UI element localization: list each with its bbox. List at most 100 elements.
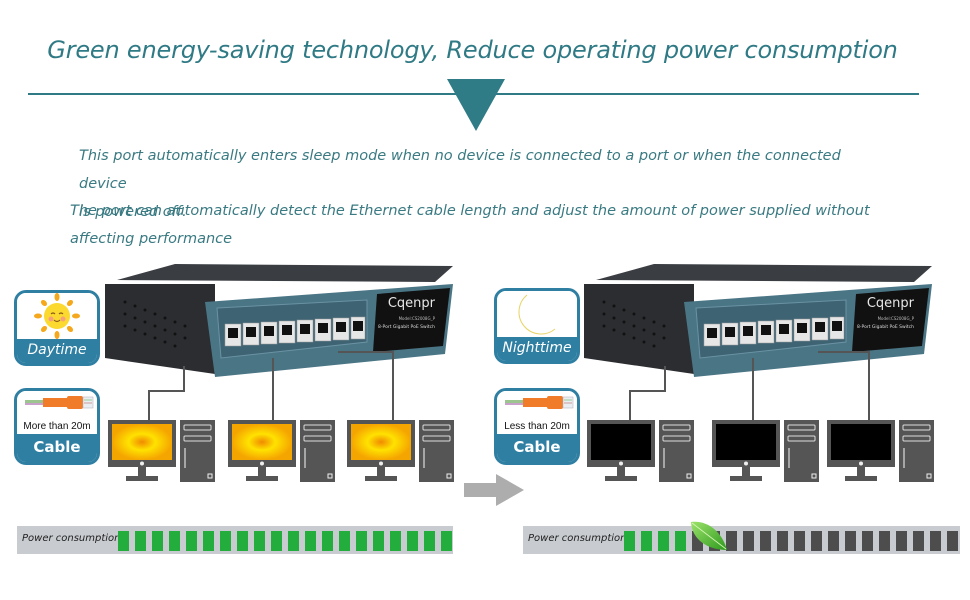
sun-icon xyxy=(34,293,80,339)
switch-model: Model:CS2008G_P xyxy=(399,316,436,321)
description-sleep-mode: This port automatically enters sleep mod… xyxy=(79,142,879,226)
switch-brand: Cqenpr xyxy=(867,296,915,311)
monitor-screen xyxy=(112,424,172,460)
badge-label: Nighttime xyxy=(497,337,577,361)
power-segment-active xyxy=(203,531,214,551)
pc-tower xyxy=(300,420,335,482)
description-line: is powered off. xyxy=(79,204,187,220)
power-segment-active xyxy=(641,531,652,551)
ethernet-line xyxy=(868,351,870,420)
power-segment-active xyxy=(152,531,163,551)
power-segment-inactive xyxy=(726,531,737,551)
monitor-screen xyxy=(591,424,651,460)
ethernet-line xyxy=(148,390,185,392)
power-consumption-bar-low: Power consumption xyxy=(523,521,960,554)
ethernet-line xyxy=(818,351,870,353)
switch-subtitle: 8-Port Gigabit PoE Switch xyxy=(857,324,914,330)
badge-label: Cable xyxy=(17,434,97,462)
pc-tower xyxy=(899,420,934,482)
computer xyxy=(587,420,694,482)
badge-label: Cable xyxy=(497,434,577,462)
power-segment-inactive xyxy=(828,531,839,551)
ethernet-line xyxy=(338,351,394,353)
power-segment-active xyxy=(135,531,146,551)
computer xyxy=(712,420,819,482)
pc-tower xyxy=(180,420,215,482)
description-line: affecting performance xyxy=(70,231,233,247)
power-segment-inactive xyxy=(777,531,788,551)
cable-badge-long: More than 20m Cable xyxy=(14,388,100,465)
power-segment-inactive xyxy=(692,531,703,551)
pc-tower xyxy=(419,420,454,482)
monitor-screen xyxy=(831,424,891,460)
ethernet-line xyxy=(148,390,150,420)
power-bar-label: Power consumption xyxy=(22,533,121,544)
power-bar-label: Power consumption xyxy=(528,533,627,544)
power-segment-active xyxy=(186,531,197,551)
ethernet-line xyxy=(392,351,394,420)
power-segment-active xyxy=(424,531,435,551)
power-segment-active xyxy=(624,531,635,551)
power-segment-active xyxy=(271,531,282,551)
computer xyxy=(827,420,934,482)
power-segment-active xyxy=(118,531,129,551)
power-segment-active xyxy=(322,531,333,551)
ethernet-line xyxy=(272,358,274,420)
power-segment-active xyxy=(220,531,231,551)
power-segment-active xyxy=(339,531,350,551)
power-segment-active xyxy=(288,531,299,551)
monitor-screen xyxy=(351,424,411,460)
power-segment-inactive xyxy=(896,531,907,551)
ethernet-line xyxy=(629,390,666,392)
power-segment-inactive xyxy=(913,531,924,551)
computer xyxy=(108,420,215,482)
power-segment-active xyxy=(305,531,316,551)
leaf-icon xyxy=(691,521,727,550)
description-line: The port can automatically detect the Et… xyxy=(70,203,870,219)
power-segment-inactive xyxy=(930,531,941,551)
ethernet-cable-icon xyxy=(505,396,574,409)
power-segment-inactive xyxy=(845,531,856,551)
page-title: Green energy-saving technology, Reduce o… xyxy=(47,36,898,64)
switch-brand: Cqenpr xyxy=(388,296,436,311)
power-segment-active xyxy=(254,531,265,551)
power-segment-active xyxy=(407,531,418,551)
power-segment-active xyxy=(237,531,248,551)
power-segment-inactive xyxy=(879,531,890,551)
power-segment-inactive xyxy=(947,531,958,551)
switch-subtitle: 8-Port Gigabit PoE Switch xyxy=(378,324,435,330)
description-line: This port automatically enters sleep mod… xyxy=(79,148,841,192)
power-segment-active xyxy=(441,531,452,551)
power-segment-active xyxy=(675,531,686,551)
poe-switch: Cqenpr Model:CS2008G_P 8-Port Gigabit Po… xyxy=(105,264,453,377)
power-segment-active xyxy=(373,531,384,551)
ethernet-line xyxy=(629,390,631,420)
poe-switch: Cqenpr Model:CS2008G_P 8-Port Gigabit Po… xyxy=(584,264,932,377)
power-segment-active xyxy=(390,531,401,551)
description-cable-detect: The port can automatically detect the Et… xyxy=(70,197,870,253)
computer xyxy=(347,420,454,482)
power-segment-inactive xyxy=(760,531,771,551)
time-badge-nighttime: Nighttime xyxy=(494,288,580,364)
badge-label: Daytime xyxy=(17,339,97,363)
monitor xyxy=(347,420,415,481)
pc-tower xyxy=(784,420,819,482)
pc-tower xyxy=(659,420,694,482)
switch-model: Model:CS2008G_P xyxy=(878,316,915,321)
moon-icon xyxy=(518,294,556,335)
down-triangle-icon xyxy=(447,79,505,131)
monitor xyxy=(108,420,176,481)
ethernet-line xyxy=(183,366,185,391)
power-segment-inactive xyxy=(794,531,805,551)
monitor xyxy=(827,420,895,481)
monitor xyxy=(712,420,780,481)
power-segment-active xyxy=(658,531,669,551)
monitor xyxy=(228,420,296,481)
cable-length-note: More than 20m xyxy=(23,421,91,432)
transition-arrow-icon xyxy=(464,474,524,506)
computer xyxy=(228,420,335,482)
power-segment-active xyxy=(169,531,180,551)
monitor-screen xyxy=(716,424,776,460)
power-consumption-bar-high: Power consumption xyxy=(17,526,453,554)
ethernet-line xyxy=(752,358,754,420)
